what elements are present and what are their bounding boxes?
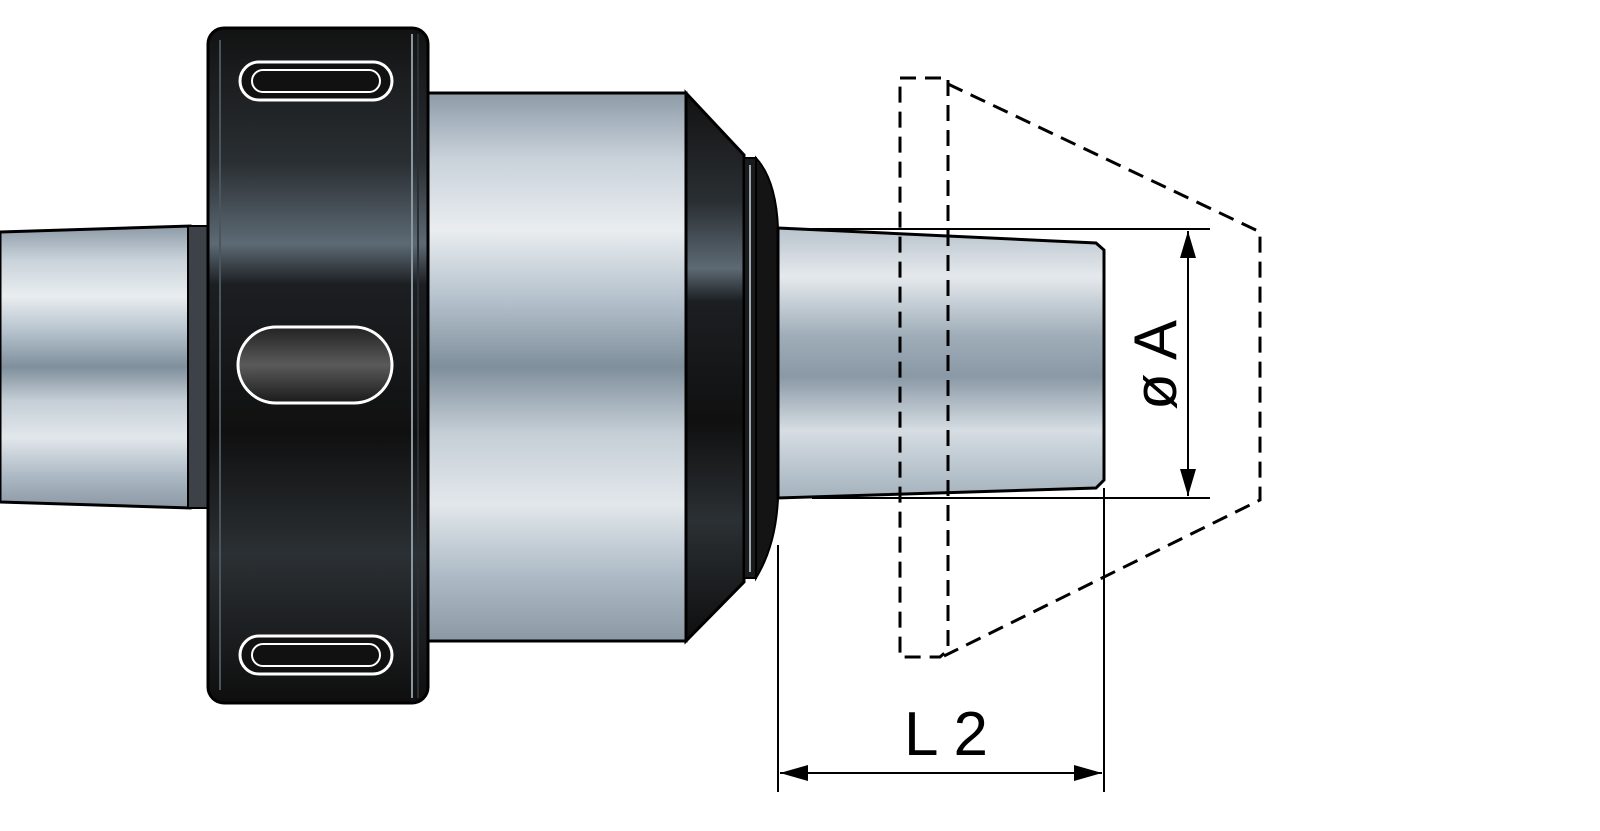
- chamfer-collar: [684, 89, 779, 645]
- length-dimension: [777, 488, 1105, 792]
- chuck-body: [426, 91, 688, 643]
- tool-phantom-outline: [898, 76, 1262, 659]
- arrowhead-icon: [1074, 765, 1102, 781]
- clamping-nut: [206, 26, 430, 705]
- length-label: L 2: [904, 700, 988, 769]
- wrench-slot-icon: [238, 60, 394, 102]
- arrowhead-icon: [1180, 231, 1196, 258]
- arrowhead-icon: [1180, 469, 1196, 496]
- diameter-dimension: [812, 228, 1210, 499]
- tapered-spigot: [776, 226, 1106, 500]
- spindle-shank: [0, 224, 213, 510]
- wrench-slot-icon: [236, 325, 394, 405]
- diameter-label: ø A: [1122, 320, 1189, 410]
- wrench-slot-icon: [238, 634, 394, 676]
- arrowhead-icon: [780, 765, 808, 781]
